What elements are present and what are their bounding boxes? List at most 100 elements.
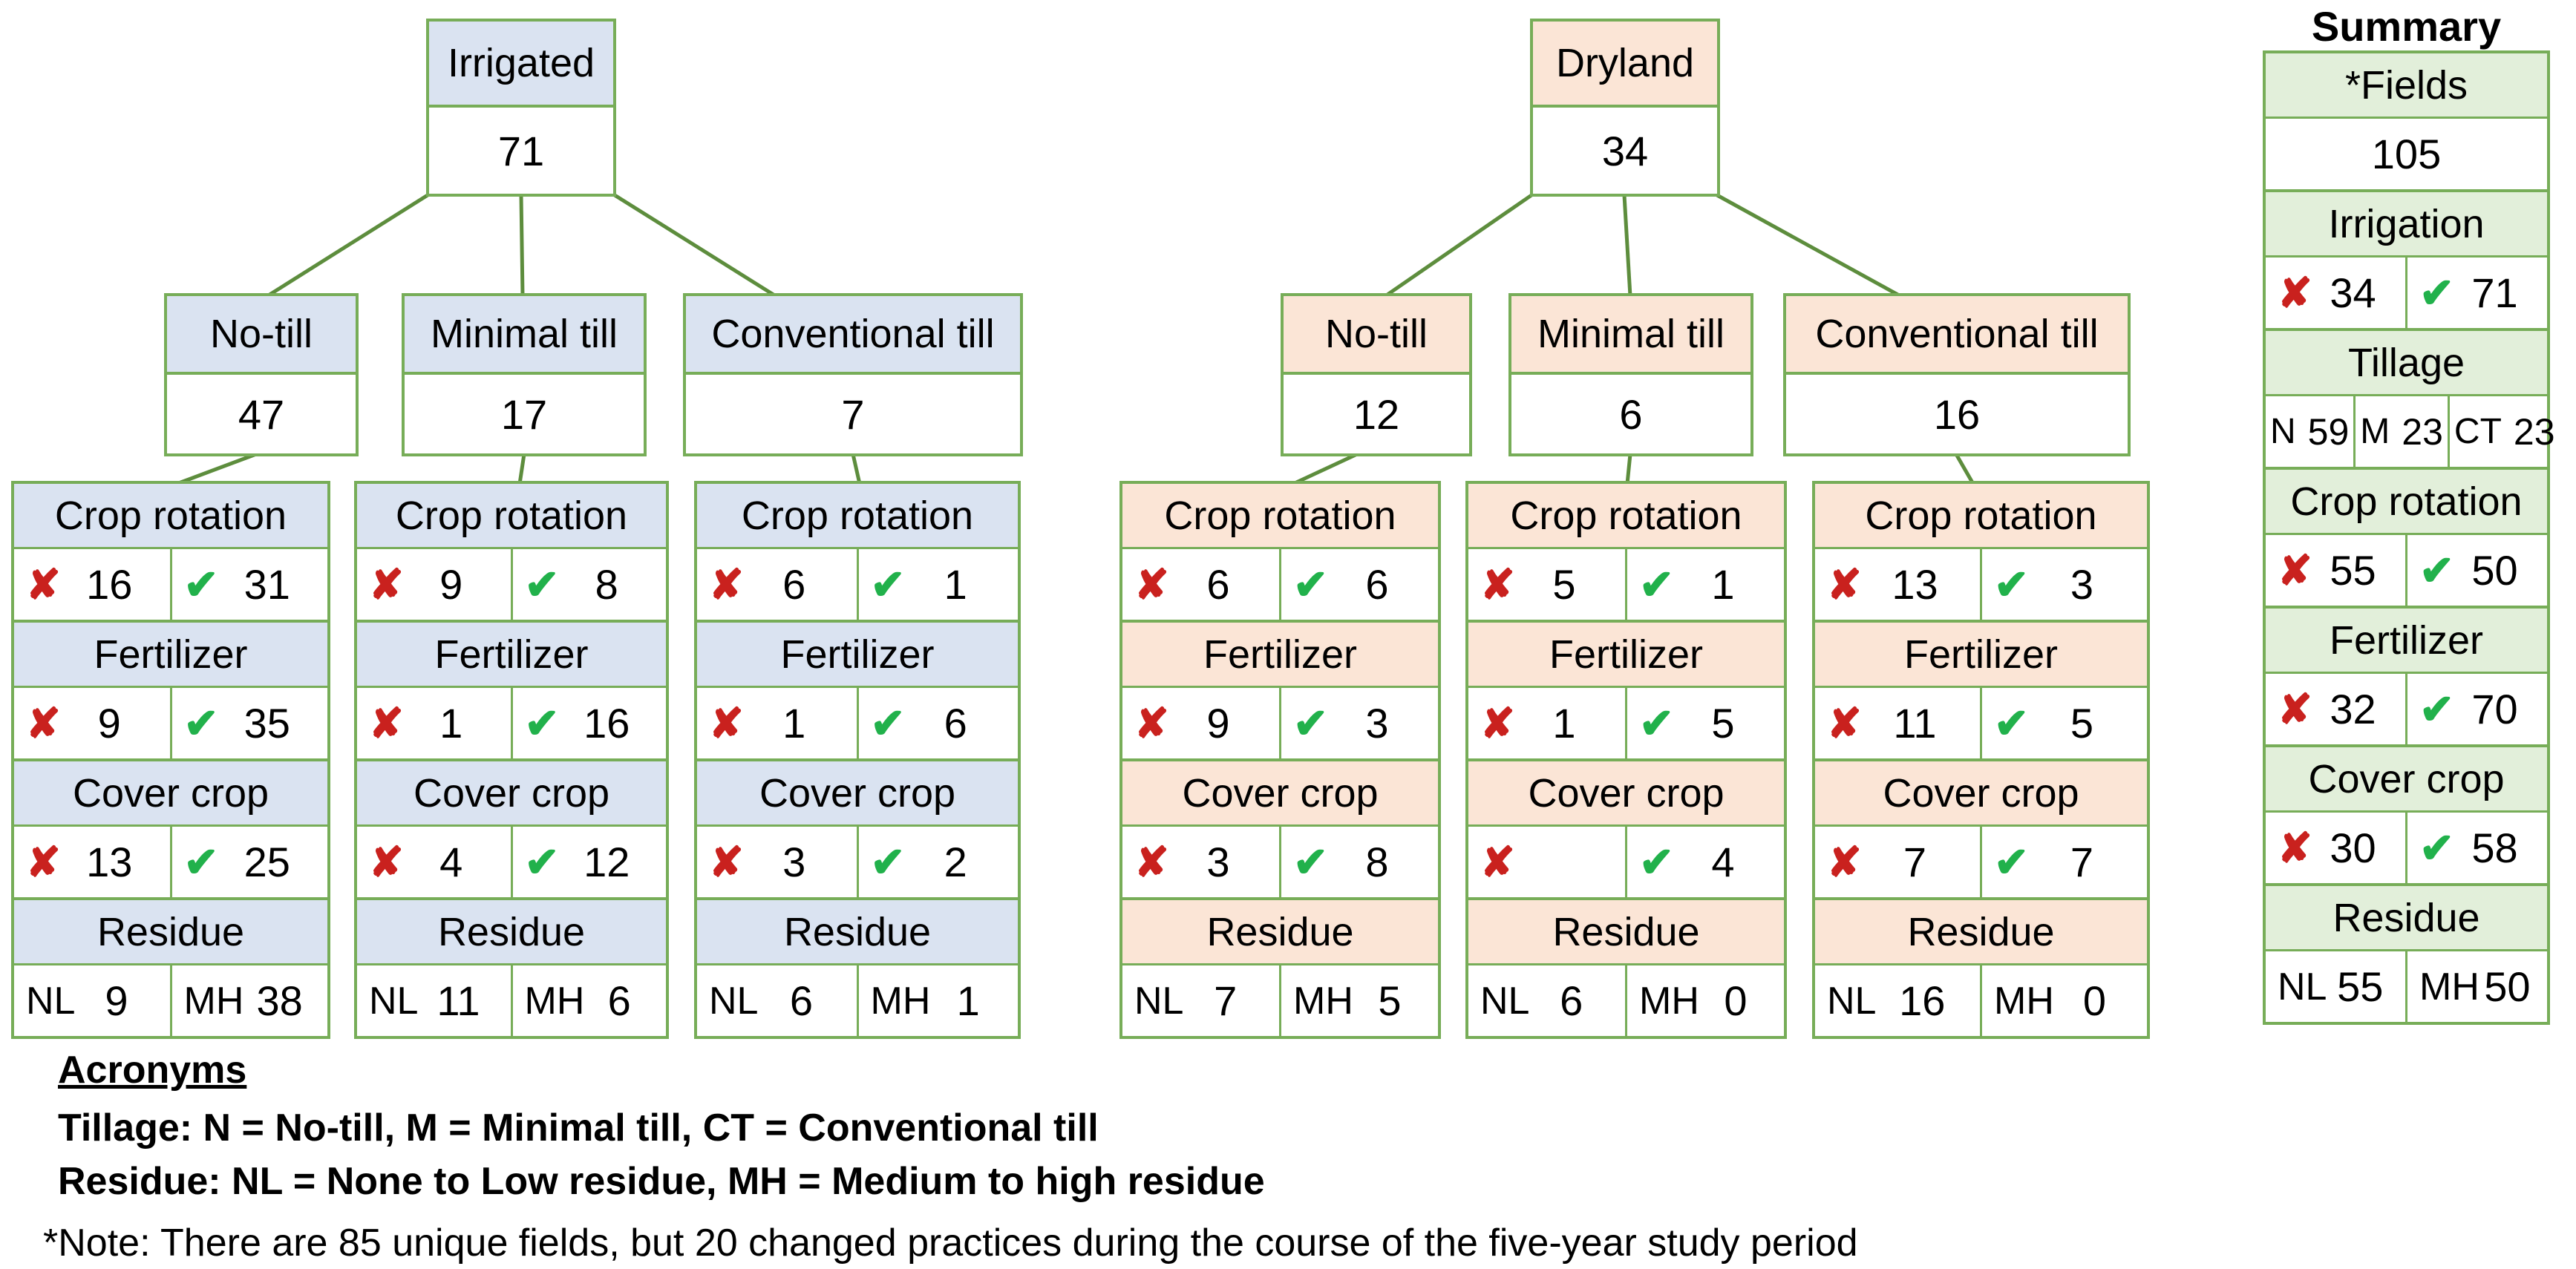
practice-no-cell: ✘ 1 (357, 688, 511, 758)
practice-no-count: 3 (782, 839, 806, 885)
practice-section: Cover crop ✘ 3 ✔ 2 (697, 758, 1018, 897)
practice-no-count: 5 (1552, 561, 1576, 608)
practice-no-cell: ✘ 30 (2266, 813, 2405, 883)
practice-section: Fertilizer ✘ 9 ✔ 35 (14, 620, 327, 758)
irrigated-minimal-till-box: Minimal till 17 (402, 293, 647, 456)
mh-label: MH (524, 979, 585, 1023)
practice-yes-count: 1 (1711, 561, 1735, 608)
x-icon: ✘ (26, 699, 61, 747)
practice-no-count: 34 (2330, 269, 2376, 316)
dryland-root-label: Dryland (1533, 22, 1717, 108)
n-count: 59 (2307, 410, 2350, 453)
irrigated-no-till-box: No-till 47 (164, 293, 359, 456)
practice-label: Cover crop (357, 761, 666, 827)
x-icon: ✘ (2278, 824, 2312, 871)
practice-label: Crop rotation (697, 484, 1018, 549)
connector-line (1625, 453, 1632, 485)
practice-yes-count: 1 (944, 561, 967, 608)
detail-box-irrigated-conventional-till: Crop rotation ✘ 6 ✔ 1 Fertilizer ✘ 1 (694, 481, 1021, 1039)
practice-label: Residue (357, 900, 666, 965)
practice-no-cell: ✘ 6 (1122, 549, 1279, 620)
practice-no-cell: ✘ 13 (1815, 549, 1980, 620)
x-icon: ✘ (1827, 838, 1862, 885)
practice-no-cell: ✘ 16 (14, 549, 170, 620)
practice-no-count: 9 (1206, 700, 1230, 747)
practice-section: Crop rotation ✘ 6 ✔ 6 (1122, 484, 1438, 620)
practice-section: Crop rotation ✘ 5 ✔ 1 (1468, 484, 1784, 620)
dryland-root-value: 34 (1601, 127, 1649, 174)
practice-yes-count: 6 (944, 700, 967, 747)
practice-yes-cell: ✔ 70 (2405, 674, 2547, 744)
practice-yes-count: 70 (2471, 686, 2518, 732)
residue-mh-cell: MH 6 (510, 965, 667, 1036)
practice-label: Residue (1815, 900, 2147, 965)
residue-nl-cell: NL 11 (357, 965, 511, 1036)
practice-label: Crop rotation (1815, 484, 2147, 549)
practice-yes-count: 3 (2070, 561, 2094, 608)
practice-yes-cell: ✔ 35 (169, 688, 328, 758)
nl-count: 11 (437, 977, 480, 1024)
residue-mh-cell: MH 38 (169, 965, 328, 1036)
fields-total: 105 (2371, 131, 2442, 177)
x-icon: ✘ (2278, 269, 2312, 316)
tillage-ct-cell: CT 23 (2447, 396, 2560, 467)
practice-no-count: 13 (1892, 561, 1938, 608)
m-count: 23 (2402, 410, 2443, 453)
practice-yes-count: 5 (2070, 700, 2094, 747)
practice-yes-count: 58 (2471, 824, 2518, 871)
practice-yes-cell: ✔ 5 (1625, 688, 1784, 758)
tillage-value: 47 (238, 390, 285, 438)
x-icon: ✘ (1134, 699, 1169, 747)
practice-yes-count: 5 (1711, 700, 1735, 747)
practice-label: Residue (14, 900, 327, 965)
practice-yes-cell: ✔ 7 (1980, 827, 2147, 897)
residue-section: Residue NL 6 MH 1 (697, 897, 1018, 1036)
practice-yes-cell: ✔ 4 (1625, 827, 1784, 897)
mh-count: 38 (256, 977, 303, 1024)
mh-count: 5 (1378, 977, 1402, 1024)
residue-nl-cell: NL 6 (697, 965, 857, 1036)
practice-no-count: 11 (1893, 700, 1937, 747)
residue-mh-cell: MH 1 (856, 965, 1019, 1036)
residue-mh-cell: MH 5 (1279, 965, 1438, 1036)
mh-label: MH (1639, 979, 1699, 1023)
practice-no-count: 55 (2330, 547, 2376, 594)
check-icon: ✔ (524, 560, 560, 608)
practice-no-cell: ✘ 9 (357, 549, 511, 620)
practice-yes-cell: ✔ 31 (169, 549, 328, 620)
practice-section: Cover crop ✘ 13 ✔ 25 (14, 758, 327, 897)
practice-yes-cell: ✔ 5 (1980, 688, 2147, 758)
tillage-label: No-till (167, 296, 356, 375)
irrigated-root-value: 71 (497, 127, 545, 174)
residue-section: Residue NL 9 MH 38 (14, 897, 327, 1036)
practice-no-cell: ✘ 34 (2266, 258, 2405, 328)
dryland-minimal-till-box: Minimal till 6 (1508, 293, 1753, 456)
practice-no-cell: ✘ 13 (14, 827, 170, 897)
summary-irrigation-section: Irrigation ✘ 34 ✔ 71 (2266, 189, 2547, 328)
nl-count: 7 (1214, 977, 1238, 1024)
nl-label: NL (1827, 979, 1877, 1023)
practice-no-count: 4 (439, 839, 463, 885)
ct-count: 23 (2513, 410, 2555, 453)
practice-yes-count: 6 (1365, 561, 1389, 608)
summary-crop-rotation-section: Crop rotation ✘ 55 ✔ 50 (2266, 467, 2547, 606)
practice-yes-count: 12 (583, 839, 630, 885)
practice-yes-cell: ✔ 6 (1279, 549, 1438, 620)
tillage-value: 6 (1619, 390, 1643, 438)
x-icon: ✘ (709, 560, 744, 608)
check-icon: ✔ (1293, 560, 1328, 608)
practice-yes-count: 31 (243, 561, 290, 608)
residue-nl-cell: NL 7 (1122, 965, 1279, 1036)
practice-label: Fertilizer (14, 623, 327, 688)
practice-yes-count: 8 (1365, 839, 1389, 885)
x-icon: ✘ (2278, 685, 2312, 732)
practice-label: Fertilizer (357, 623, 666, 688)
check-icon: ✔ (1994, 560, 2029, 608)
x-icon: ✘ (26, 560, 61, 608)
nl-count: 6 (1560, 977, 1583, 1024)
practice-label: Crop rotation (1468, 484, 1784, 549)
mh-count: 0 (2082, 977, 2107, 1024)
practice-no-count: 1 (782, 700, 806, 747)
practice-section: Cover crop ✘ 4 ✔ 12 (357, 758, 666, 897)
